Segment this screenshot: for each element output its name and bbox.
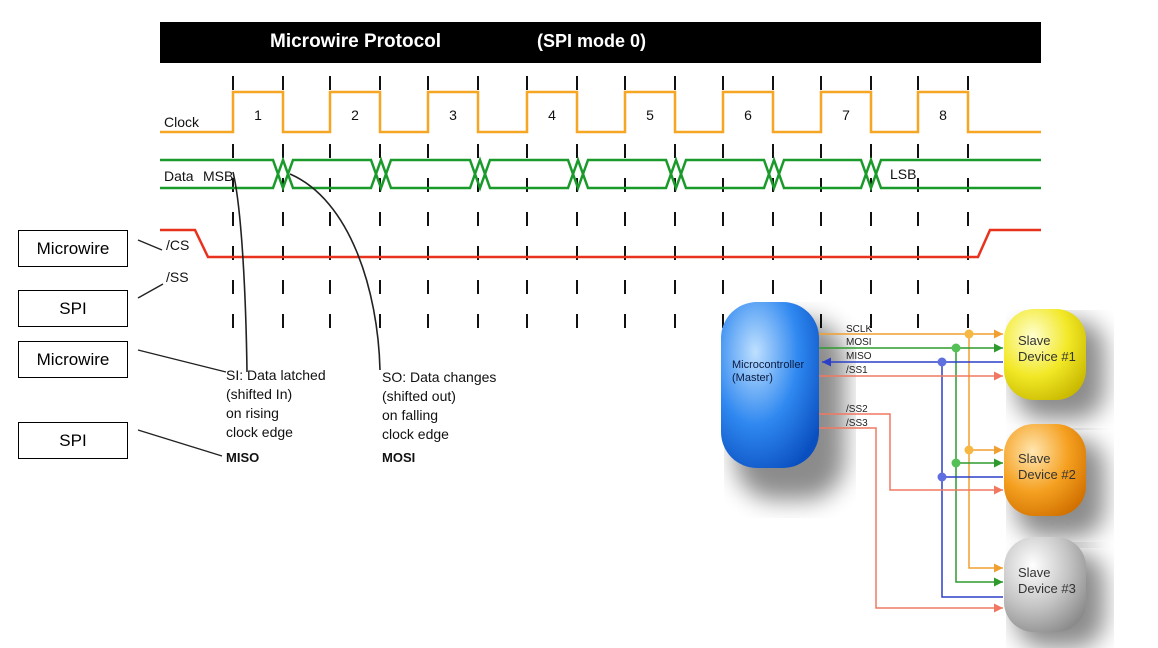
slave-3-label: Slave Device #3: [1018, 565, 1076, 597]
si-note-line: (shifted In): [226, 386, 293, 402]
clock-numbers: 1 2 3 4 5 6 7 8: [254, 107, 947, 123]
bus-label-miso: MISO: [846, 351, 872, 362]
junction-sclk-1: [964, 329, 974, 339]
si-pointer-curve: [232, 171, 248, 373]
si-note-line: clock edge: [226, 424, 293, 440]
so-pointer-curve: [289, 173, 381, 371]
cs-waveform: [160, 228, 1041, 259]
so-note-line: (shifted out): [382, 388, 456, 404]
data-waveform: [160, 156, 1041, 192]
slave-device-1: [1004, 309, 1086, 400]
wire-sclk-trunk: [968, 334, 1003, 573]
master-device: [721, 302, 819, 468]
data-line-upper: [160, 158, 1041, 192]
clock-number: 8: [939, 107, 947, 123]
clock-number: 5: [646, 107, 654, 123]
bus-label-ss1: /SS1: [846, 365, 868, 376]
clock-number: 6: [744, 107, 752, 123]
master-label-line: Microcontroller: [732, 359, 805, 371]
lsb-label: LSB: [890, 166, 917, 182]
bus-label-mosi: MOSI: [846, 337, 872, 348]
si-note: SI: Data latched (shifted In) on rising …: [226, 366, 326, 442]
junction-miso-2: [937, 472, 947, 482]
clock-number: 3: [449, 107, 457, 123]
connector-spi-ss: [137, 283, 164, 299]
clock-label: Clock: [164, 114, 200, 130]
slave-label-line: Device #2: [1018, 467, 1076, 482]
wire-miso-trunk: [941, 362, 1003, 598]
junction-miso-1: [937, 357, 947, 367]
diagram-subtitle: (SPI mode 0): [537, 31, 647, 51]
so-note-line: SO: Data changes: [382, 369, 497, 385]
clock-number: 7: [842, 107, 850, 123]
junction-sclk-2: [964, 445, 974, 455]
cs-label: /CS: [166, 237, 190, 253]
slave-label-line: Slave: [1018, 565, 1051, 580]
microwire-box-2: Microwire: [18, 341, 128, 378]
wire-ss2: [818, 413, 1003, 495]
wire-mosi-trunk: [955, 348, 1003, 587]
msb-label: MSB: [203, 168, 234, 184]
slave-device-2: [1004, 424, 1086, 516]
clock-number: 2: [351, 107, 359, 123]
slave-2-label: Slave Device #2: [1018, 451, 1076, 483]
master-label-line: (Master): [732, 372, 773, 384]
slave-label-line: Slave: [1018, 333, 1051, 348]
diagram-title: Microwire Protocol: [270, 31, 442, 52]
slave-label-line: Device #3: [1018, 581, 1076, 596]
slave-1-label: Slave Device #1: [1018, 333, 1076, 365]
junction-mosi-1: [951, 343, 961, 353]
bus-label-ss2: /SS2: [846, 404, 868, 415]
master-label: Microcontroller (Master): [732, 359, 804, 385]
microwire-box-1: Microwire: [18, 230, 128, 267]
so-note-line: clock edge: [382, 426, 449, 442]
wire-ss3: [818, 427, 1003, 613]
spi-box-1: SPI: [18, 290, 128, 327]
si-note-line: on rising: [226, 405, 279, 421]
clock-number: 4: [548, 107, 556, 123]
slave-label-line: Slave: [1018, 451, 1051, 466]
si-note-line: SI: Data latched: [226, 367, 326, 383]
so-note: SO: Data changes (shifted out) on fallin…: [382, 368, 496, 444]
slave-label-line: Device #1: [1018, 349, 1076, 364]
so-note-line: on falling: [382, 407, 439, 423]
title-bar: [160, 22, 1041, 63]
junction-mosi-2: [951, 458, 961, 468]
bus-label-sclk: SCLK: [846, 324, 873, 335]
data-label: Data: [164, 168, 194, 184]
connector-microwire-cs: [137, 239, 163, 251]
slave-device-3: [1004, 537, 1086, 632]
bus-label-ss3: /SS3: [846, 418, 868, 429]
data-line-lower: [160, 156, 1041, 190]
connector-spi-miso: [137, 429, 223, 457]
miso-note: MISO: [226, 450, 260, 465]
ss-label: /SS: [166, 269, 189, 285]
mosi-note: MOSI: [382, 450, 416, 465]
connector-microwire-si: [137, 349, 227, 373]
spi-box-2: SPI: [18, 422, 128, 459]
clock-waveform: [160, 90, 1041, 134]
clock-number: 1: [254, 107, 262, 123]
